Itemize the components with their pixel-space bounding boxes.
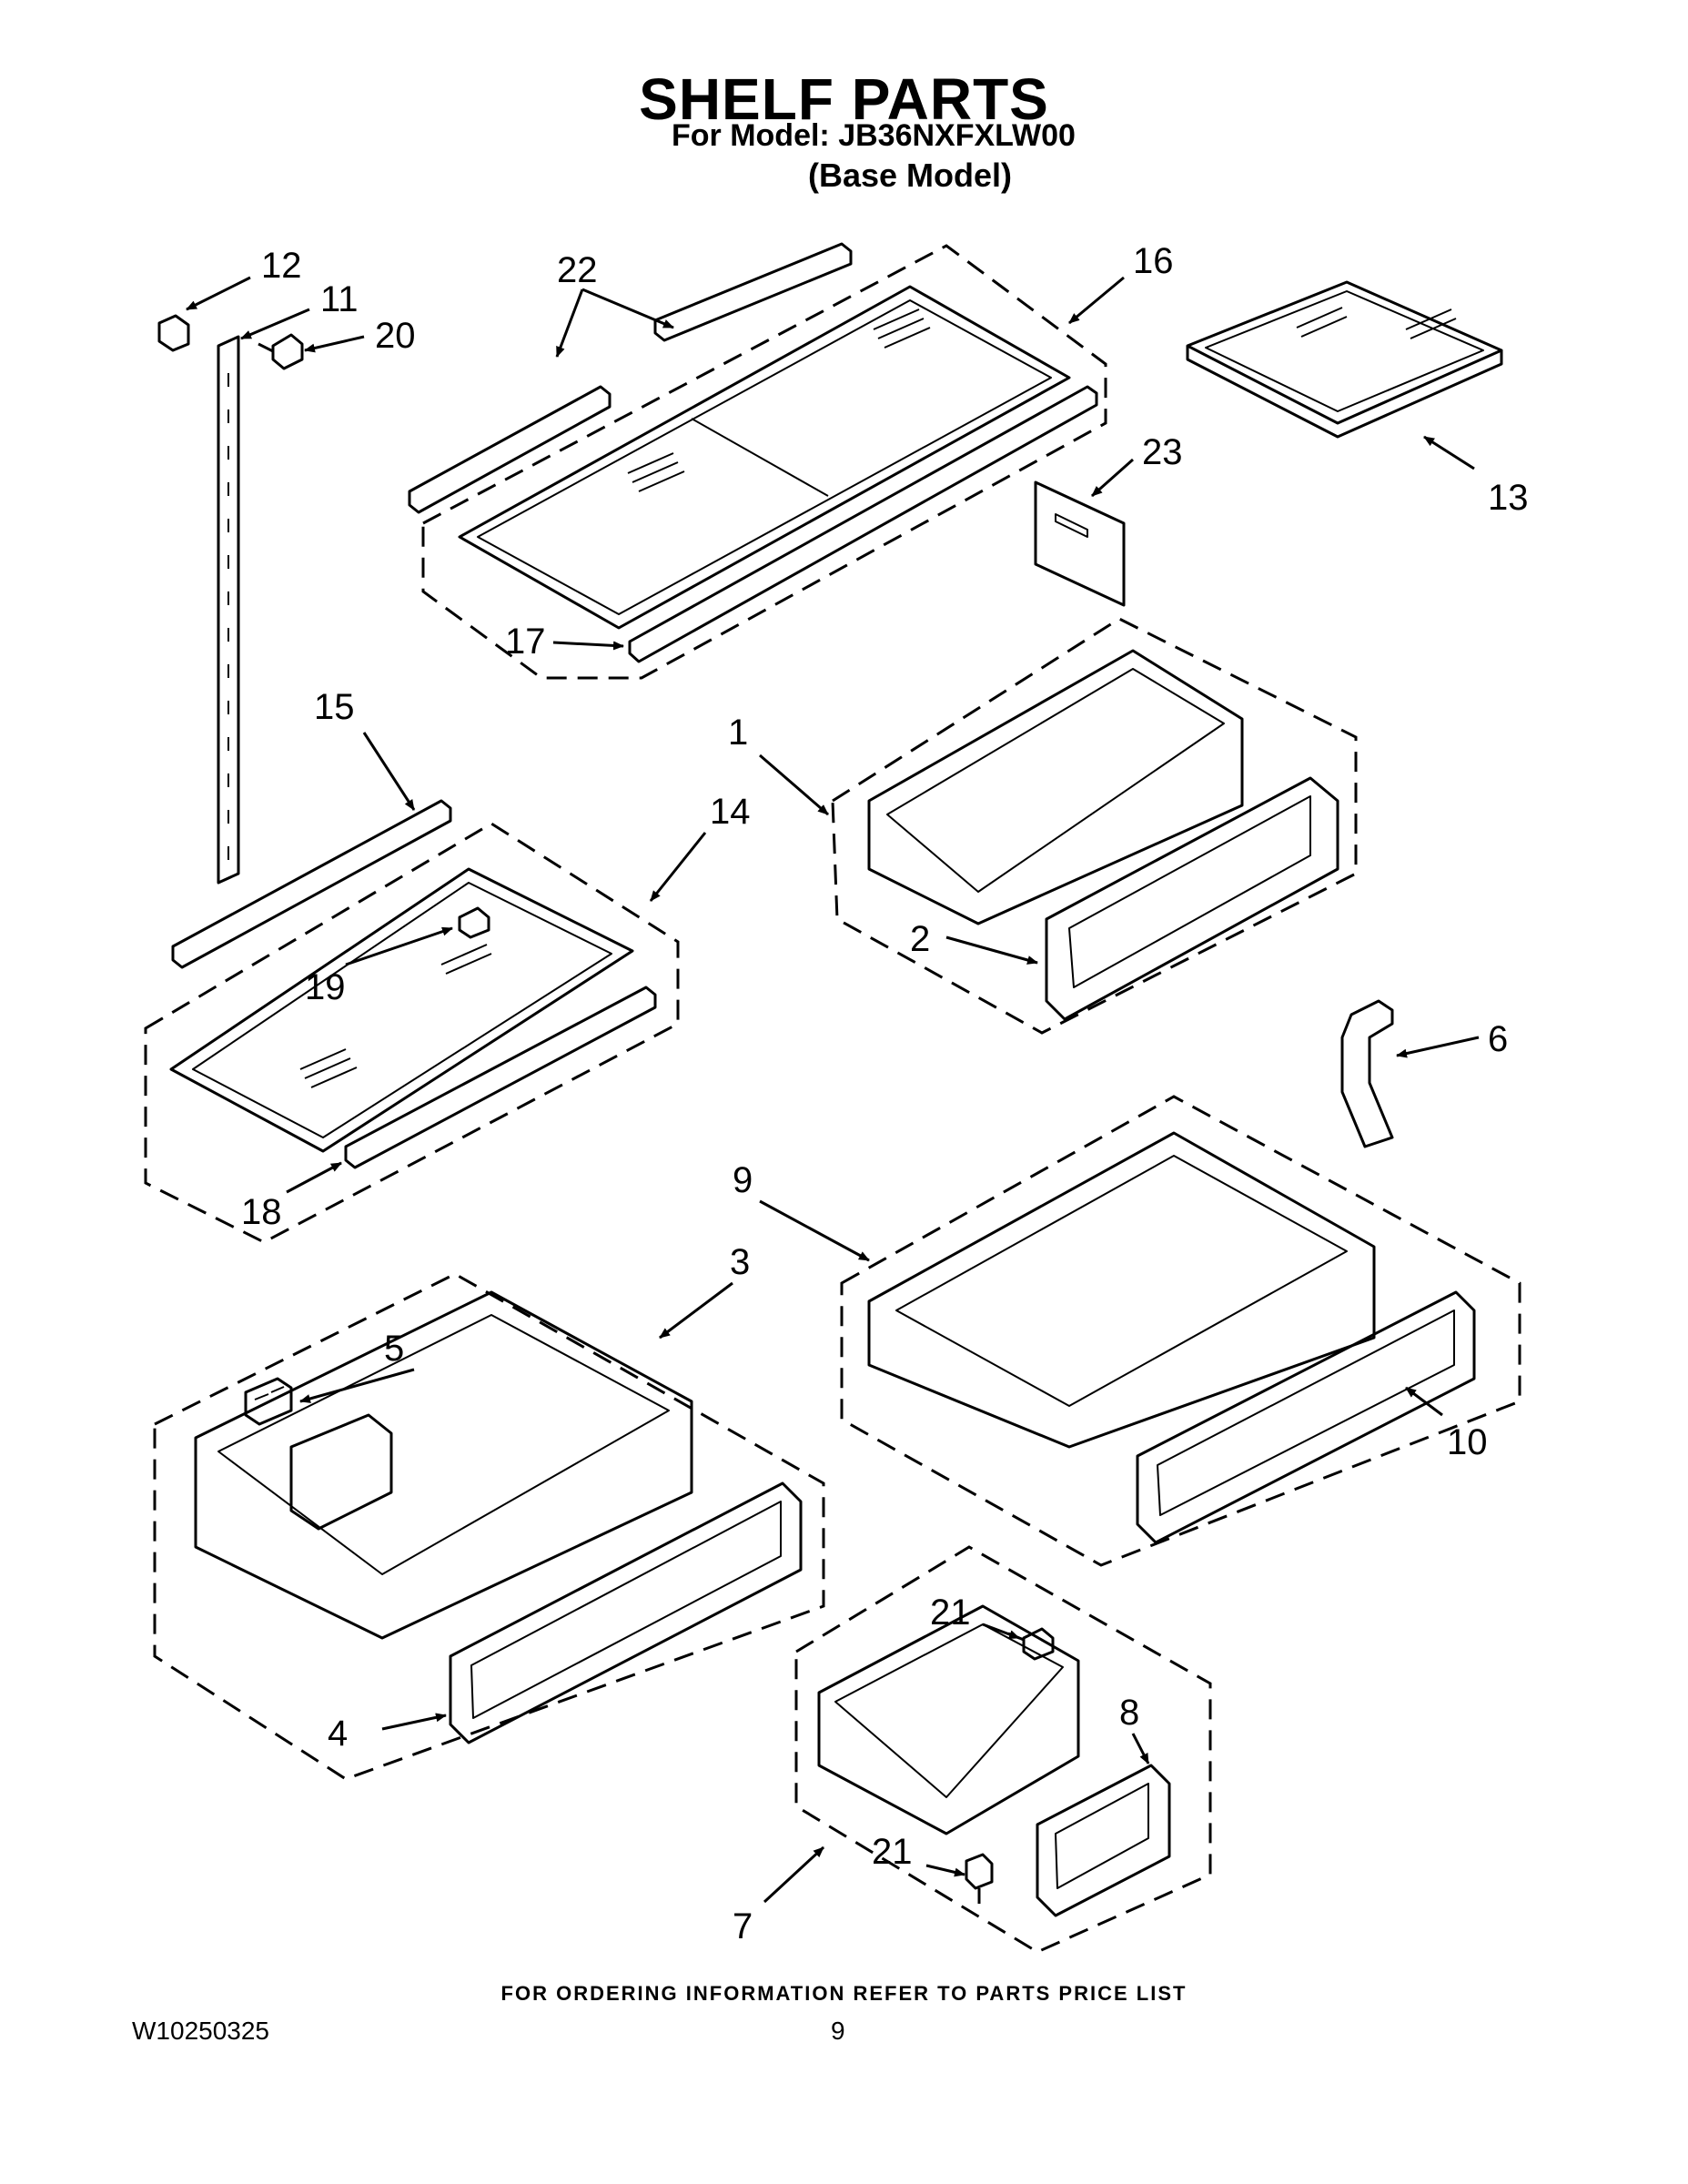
part-10-drawer-front — [1136, 1290, 1476, 1544]
callout-10: 10 — [1447, 1422, 1488, 1462]
group-outline-3 — [153, 1272, 825, 1781]
part-5-tab — [244, 1377, 293, 1426]
part-4-front-inset — [470, 1501, 782, 1719]
callout-4: 4 — [328, 1714, 348, 1754]
callout-20: 20 — [375, 316, 416, 356]
part-23-handle — [1055, 513, 1088, 538]
part-2-front-inset — [1068, 795, 1311, 988]
model-line: For Model: JB36NXFXLW00 — [672, 118, 1076, 153]
callout-5: 5 — [384, 1329, 404, 1369]
callout-19: 19 — [305, 967, 346, 1007]
ordering-note: FOR ORDERING INFORMATION REFER TO PARTS … — [500, 1982, 1188, 2005]
part-2-drawer-front — [1045, 776, 1339, 1021]
part-16-divider — [691, 418, 829, 497]
part-7-bin — [817, 1604, 1080, 1835]
part-11-rail — [217, 335, 240, 885]
part-9-bin-floor — [895, 1155, 1348, 1407]
group-outline-14 — [144, 822, 680, 1244]
part-12-clip — [157, 314, 190, 352]
callout-6: 6 — [1488, 1019, 1508, 1059]
callout-11: 11 — [320, 279, 359, 319]
callout-2: 2 — [910, 919, 930, 959]
part-15-trim — [171, 799, 452, 969]
part-14-glass-shelf — [169, 867, 634, 1153]
part-17-front-trim — [628, 385, 1098, 663]
callout-7: 7 — [733, 1906, 753, 1946]
part-7-bin-floor — [834, 1623, 1064, 1798]
callout-21-lower: 21 — [872, 1832, 913, 1872]
callout-18: 18 — [241, 1192, 282, 1232]
part-21-screw-lower — [965, 1853, 994, 1904]
part-1-bin — [867, 649, 1244, 925]
glass-hatch-marks — [299, 307, 1457, 1088]
part-10-front-inset — [1157, 1309, 1455, 1516]
part-5-tab-slots — [254, 1386, 285, 1400]
part-14-glass-inner — [192, 882, 612, 1138]
part-18-trim — [344, 986, 657, 1169]
group-outline-1 — [831, 617, 1358, 1035]
callout-21-upper: 21 — [930, 1592, 971, 1633]
part-1-bin-floor — [886, 668, 1225, 893]
callout-14: 14 — [710, 792, 751, 832]
part-6-bracket — [1340, 999, 1394, 1148]
page-title: SHELF PARTS — [639, 66, 1049, 132]
group-outline-7 — [794, 1545, 1212, 1954]
part-23-divider — [1034, 480, 1126, 607]
part-13-shelf-edge — [1186, 346, 1503, 439]
document-number: W10250325 — [132, 2017, 270, 2045]
callout-9: 9 — [733, 1160, 753, 1200]
part-8-drawer-front — [1036, 1764, 1171, 1917]
callout-23: 23 — [1142, 432, 1183, 472]
leader-lines — [186, 276, 1480, 1904]
part-3-control-box — [289, 1413, 393, 1531]
part-19-screw — [458, 906, 490, 939]
group-outline-16 — [421, 244, 1107, 680]
callout-1: 1 — [728, 713, 748, 753]
part-20-screw — [258, 333, 304, 370]
callout-13: 13 — [1488, 478, 1529, 518]
page-number: 9 — [831, 2017, 845, 2045]
callout-3: 3 — [730, 1242, 750, 1282]
callout-labels: 12 11 20 22 16 13 23 17 1 2 15 14 19 18 … — [241, 241, 1529, 1946]
part-22-trim-right — [653, 242, 853, 342]
callout-8: 8 — [1119, 1693, 1139, 1733]
part-4-drawer-front — [449, 1481, 803, 1744]
part-13-small-shelf — [1186, 280, 1503, 425]
part-8-front-inset — [1055, 1783, 1149, 1889]
part-22-trim-left — [408, 385, 612, 514]
part-16-glass-inner — [477, 299, 1052, 615]
part-3-bin — [194, 1290, 693, 1640]
callout-22: 22 — [557, 250, 598, 290]
callout-15: 15 — [314, 687, 355, 727]
model-note: (Base Model) — [808, 157, 1013, 194]
part-16-glass-shelf — [458, 285, 1071, 630]
callout-12: 12 — [261, 246, 302, 286]
group-outline-9 — [840, 1095, 1521, 1567]
callout-17: 17 — [505, 622, 546, 662]
part-9-bin — [867, 1131, 1376, 1449]
part-13-shelf-inner — [1205, 290, 1484, 412]
callout-16: 16 — [1133, 241, 1174, 281]
part-3-bin-floor — [217, 1314, 670, 1575]
